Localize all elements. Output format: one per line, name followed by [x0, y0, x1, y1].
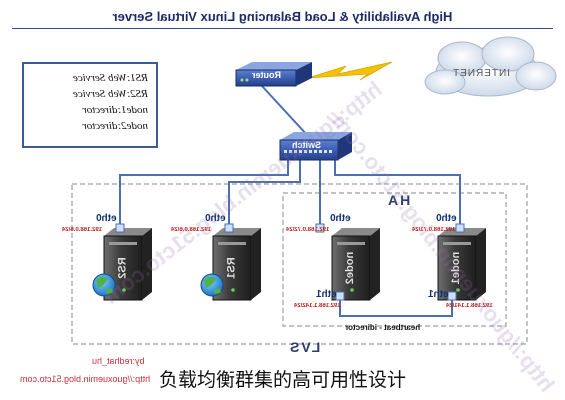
switch-icon: [279, 132, 352, 161]
node1-ip-label: 192.168.0.71/24: [412, 227, 456, 233]
switch-label: Switch: [292, 140, 322, 150]
legend-item: RS1:Web Service: [72, 72, 148, 84]
node1-name-label: node1: [450, 251, 463, 285]
node2-eth0-label: eth0: [330, 213, 351, 224]
node1-eth0-label: eth0: [436, 213, 457, 224]
caption: 负载均衡群集的高可用性设计: [158, 369, 406, 391]
globe-icon: [92, 273, 116, 297]
lvs-group-box: [71, 183, 528, 345]
router-label: Router: [252, 70, 281, 80]
legend-item: node2:director: [82, 120, 148, 132]
globe-icon: [200, 273, 224, 297]
rs1-name-label: RS1: [225, 257, 238, 279]
rs1-eth0-label: eth0: [205, 213, 226, 224]
ha-label: HA: [386, 192, 411, 208]
node2-eth1-label: eth1: [316, 289, 337, 300]
cloud-icon: [424, 36, 557, 97]
lvs-label: LVS: [288, 339, 321, 355]
heartbeat-label: heartbeat - idirector: [345, 323, 421, 332]
router-icon: [235, 62, 312, 87]
rs1-ip-label: 192.168.0.6/24: [171, 227, 212, 233]
title-rule: [12, 28, 553, 29]
server-rs2: [103, 228, 152, 301]
internet-label: INTERNET: [452, 68, 510, 79]
server-node2: [331, 228, 380, 301]
node1-eth1-label: eth1: [428, 289, 449, 300]
legend-box: RS1:Web Service RS2:Web Service node1:di…: [22, 62, 158, 148]
node2-ip1-label: 192.168.1.142/24: [294, 303, 341, 309]
rs2-ip-label: 192.168.0.6/24: [62, 227, 103, 233]
legend-text: RS1:Web Service RS2:Web Service node1:di…: [24, 70, 156, 134]
rs2-eth0-label: eth0: [96, 213, 117, 224]
lightning-icon: [307, 61, 393, 81]
nic-connectors: [115, 223, 465, 301]
rs2-name-label: RS2: [116, 257, 129, 279]
legend-item: node1:director: [82, 104, 148, 116]
network-links: [119, 85, 461, 317]
node2-ip-label: 192.168.0.72/24: [286, 227, 330, 233]
node2-name-label: node2: [344, 251, 357, 285]
legend-item: RS2:Web Service: [72, 88, 148, 100]
ha-group-box: [282, 192, 507, 327]
node1-ip1-label: 192.168.1.141/24: [446, 303, 493, 309]
